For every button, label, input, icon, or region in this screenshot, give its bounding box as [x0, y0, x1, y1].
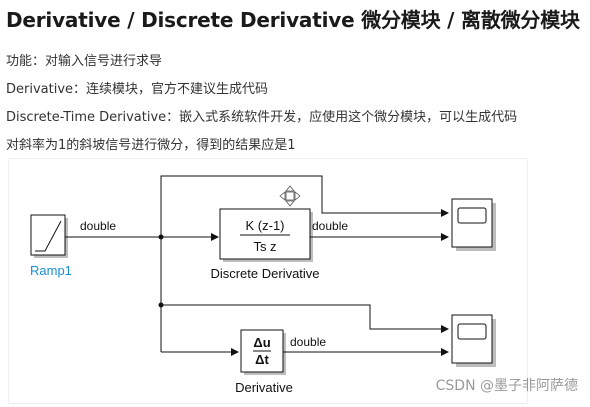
- wire-ramp-to-scope1[interactable]: [160, 175, 449, 237]
- discrete-derivative-numerator: K (z-1): [246, 218, 285, 233]
- move-cursor-icon: [279, 185, 301, 207]
- discrete-derivative-output-label: double: [312, 219, 348, 233]
- discrete-derivative-label: Discrete Derivative: [210, 266, 319, 281]
- wire-ramp-to-scope2[interactable]: [161, 304, 449, 333]
- discrete-derivative-denominator: Ts z: [253, 239, 276, 254]
- derivative-block[interactable]: [240, 329, 286, 375]
- discrete-derivative-block[interactable]: [219, 208, 313, 262]
- ramp-block[interactable]: [30, 214, 68, 258]
- derivative-description: Derivative：连续模块，官方不建议生成代码: [6, 82, 269, 97]
- signal-type-label: double: [80, 219, 116, 233]
- derivative-denominator: Δt: [255, 352, 269, 367]
- discrete-derivative-description: Discrete-Time Derivative：嵌入式系统软件开发，应使用这个…: [6, 110, 518, 125]
- derivative-numerator: Δu: [253, 335, 270, 350]
- page-title: Derivative / Discrete Derivative 微分模块 / …: [6, 8, 580, 32]
- function-description: 功能：对输入信号进行求导: [6, 54, 163, 69]
- ramp-label: Ramp1: [30, 263, 72, 278]
- scope-1-block[interactable]: [451, 198, 496, 251]
- watermark: CSDN @墨子非阿萨德: [435, 378, 578, 394]
- ramp-test-description: 对斜率为1的斜坡信号进行微分，得到的结果应是1: [6, 138, 296, 153]
- derivative-output-label: double: [290, 335, 326, 349]
- derivative-label: Derivative: [235, 380, 293, 395]
- scope-2-block[interactable]: [451, 314, 496, 367]
